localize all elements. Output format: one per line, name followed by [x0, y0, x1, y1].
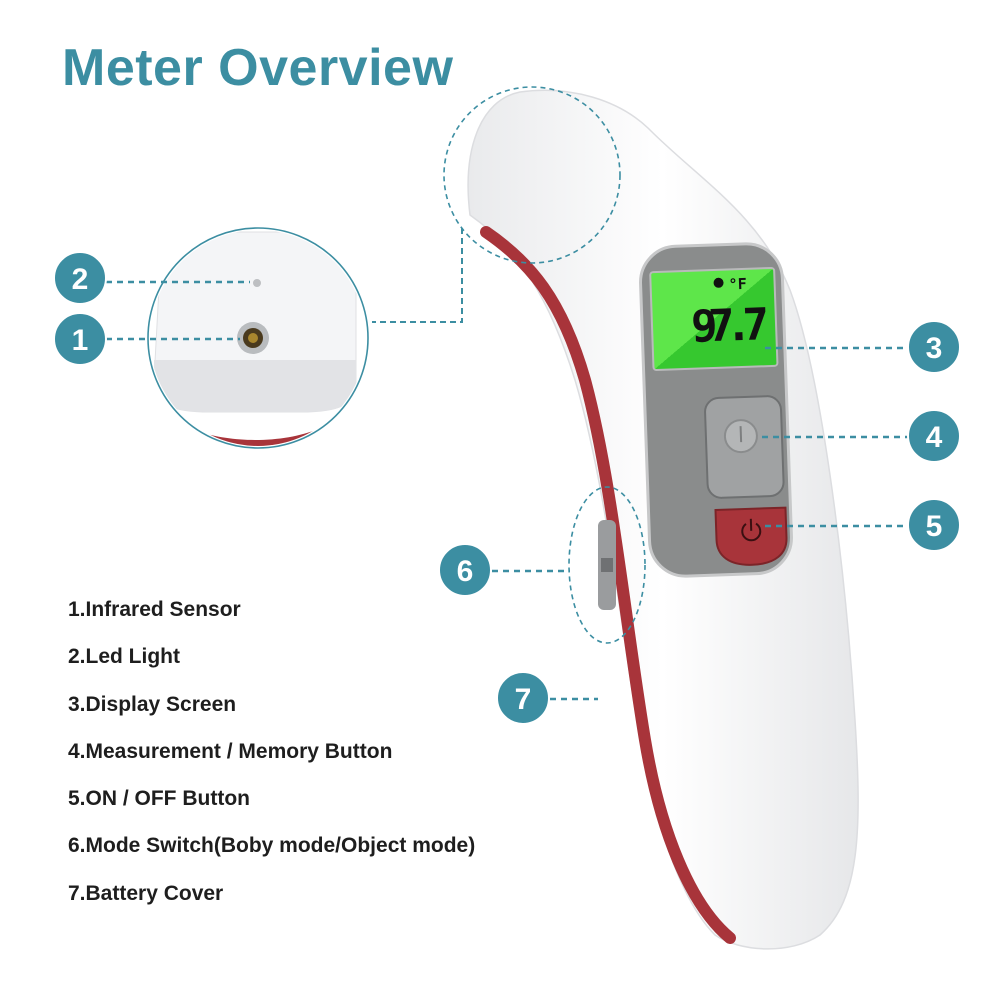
svg-text:1: 1: [72, 324, 89, 357]
callout-7: 7: [496, 671, 550, 725]
control-panel: °F 97.7: [639, 242, 793, 578]
sensor-leader-line: [372, 228, 463, 323]
legend-item: 2.Led Light: [68, 645, 180, 669]
svg-text:3: 3: [926, 332, 943, 365]
legend-item: 6.Mode Switch(Boby mode/Object mode): [68, 834, 476, 858]
callout-2: 2: [53, 251, 107, 305]
feature-legend: 1.Infrared Sensor 2.Led Light 3.Display …: [68, 596, 475, 927]
callout-lines: [106, 280, 908, 701]
callout-4: 4: [907, 409, 961, 463]
callout-5: 5: [907, 498, 961, 552]
sensor-highlight: [443, 86, 621, 264]
callout-1: 1: [53, 312, 107, 366]
legend-item: 4.Measurement / Memory Button: [68, 739, 393, 763]
power-icon: [741, 518, 762, 542]
mode-switch-highlight: [568, 486, 646, 644]
svg-text:6: 6: [457, 555, 474, 588]
led-light: [253, 279, 261, 287]
display-screen: [649, 266, 779, 372]
sensor-inset: [147, 227, 369, 449]
callout-6: 6: [438, 543, 492, 597]
svg-text:4: 4: [926, 421, 943, 454]
page-title: Meter Overview: [62, 39, 454, 97]
legend-item: 3.Display Screen: [68, 692, 237, 716]
legend-item: 1.Infrared Sensor: [68, 598, 241, 621]
red-trim: [480, 226, 736, 944]
power-button[interactable]: [714, 506, 788, 566]
legend-item: 7.Battery Cover: [68, 881, 224, 905]
display-reading: 97.7: [690, 299, 770, 353]
svg-text:5: 5: [926, 510, 943, 543]
display-unit: °F: [728, 275, 747, 294]
svg-text:2: 2: [72, 263, 89, 296]
svg-text:7: 7: [515, 683, 532, 716]
head-icon: [713, 277, 724, 288]
callout-3: 3: [907, 320, 961, 374]
legend-item: 5.ON / OFF Button: [68, 787, 250, 811]
